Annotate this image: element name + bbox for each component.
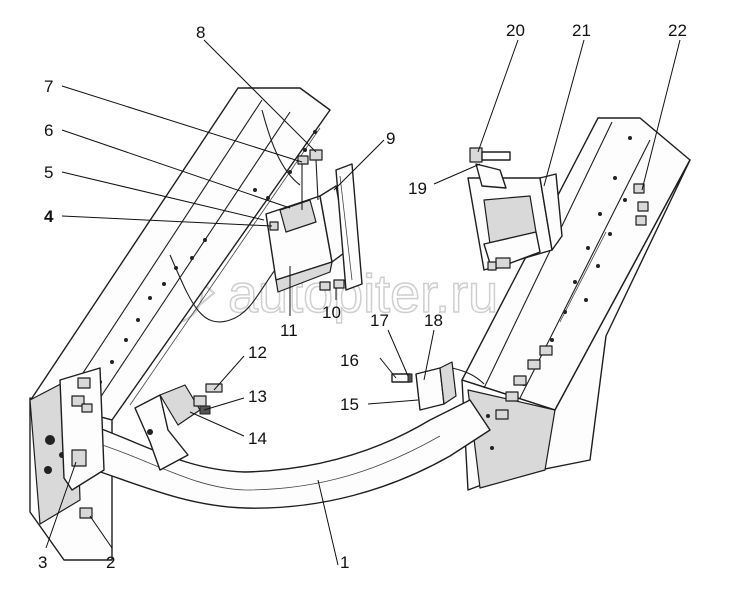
callout-16: 16 xyxy=(340,351,359,370)
callout-20: 20 xyxy=(506,21,525,40)
rear-bolts-22 xyxy=(633,183,649,226)
callout-3: 3 xyxy=(38,553,47,572)
callout-9: 9 xyxy=(386,129,395,148)
callout-5: 5 xyxy=(44,163,53,182)
lower-left-bracket xyxy=(59,367,105,519)
callout-19: 19 xyxy=(408,179,427,198)
callout-12: 12 xyxy=(248,343,267,362)
watermark-text: autopiter.ru xyxy=(228,264,498,324)
leader-lines xyxy=(45,39,681,566)
small-bracket-15-18 xyxy=(391,361,485,411)
callout-21: 21 xyxy=(572,21,591,40)
callout-8: 8 xyxy=(196,23,205,42)
callout-15: 15 xyxy=(340,395,359,414)
callout-14: 14 xyxy=(248,429,267,448)
callout-17: 17 xyxy=(370,311,389,330)
callout-6: 6 xyxy=(44,121,53,140)
callout-1: 1 xyxy=(340,553,349,572)
callout-18: 18 xyxy=(424,311,443,330)
left-mount-assembly xyxy=(265,149,363,293)
callout-4: 4 xyxy=(44,207,54,226)
bumper-tube xyxy=(65,399,491,509)
callout-10: 10 xyxy=(322,303,341,322)
callout-22: 22 xyxy=(668,21,687,40)
callout-7: 7 xyxy=(44,77,53,96)
callout-labels: 1 2 3 4 5 6 7 8 9 10 11 12 13 14 15 16 1… xyxy=(38,21,687,572)
callout-13: 13 xyxy=(248,387,267,406)
bracket-plate-12-14 xyxy=(134,383,223,471)
right-frame-rail xyxy=(461,117,691,491)
callout-2: 2 xyxy=(106,553,115,572)
right-mount-assembly xyxy=(467,147,563,271)
callout-11: 11 xyxy=(280,321,298,340)
right-rail-bolts xyxy=(495,345,553,420)
